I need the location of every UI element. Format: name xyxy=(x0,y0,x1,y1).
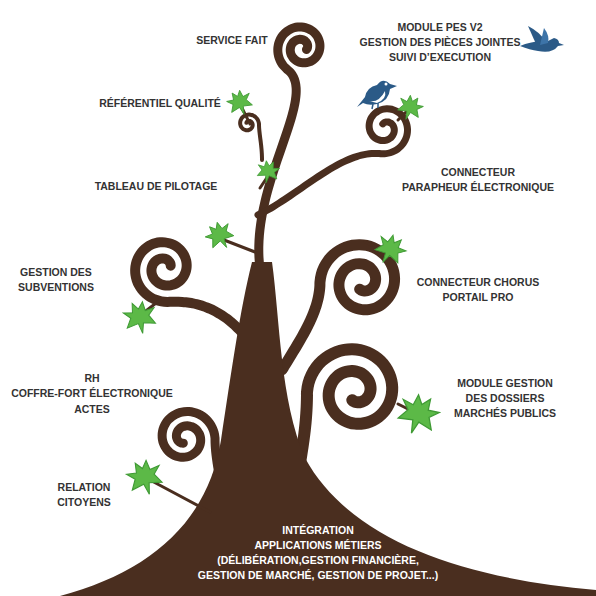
twigs xyxy=(142,108,410,512)
label-line: MODULE PES V2 xyxy=(397,20,482,35)
feature-label: GESTION DES SUBVENTIONS xyxy=(18,265,94,295)
leaves xyxy=(122,88,443,499)
feature-label: RÉFÉRENTIEL QUALITÉ xyxy=(99,96,221,111)
base-label: INTÉGRATION xyxy=(282,523,354,538)
feature-label: CONNECTEUR PARAPHEUR ÉLECTRONIQUE xyxy=(402,165,554,195)
twig xyxy=(150,480,210,512)
feature-label: SERVICE FAIT xyxy=(196,33,268,48)
label-line: PARAPHEUR ÉLECTRONIQUE xyxy=(402,180,554,195)
leaf xyxy=(202,218,238,254)
twig xyxy=(398,112,406,120)
flying-bird xyxy=(520,26,564,52)
spiral-branch xyxy=(135,242,248,340)
tree-trunk xyxy=(60,262,596,596)
label-line: GESTION DES xyxy=(18,265,94,280)
spiral-branch xyxy=(258,109,407,215)
label-line: SUBVENTIONS xyxy=(18,280,94,295)
label-line: ACTES xyxy=(74,402,110,417)
feature-label: RELATION CITOYENS xyxy=(57,480,110,510)
label-line: RH xyxy=(84,371,99,386)
feature-label: ACTES xyxy=(74,402,110,417)
label-line: GESTION DE MARCHÉ, GESTION DE PROJET...) xyxy=(198,568,438,583)
label-line: COFFRE-FORT ÉLECTRONIQUE xyxy=(11,386,173,401)
perched-bird xyxy=(357,81,397,109)
label-line: DES DOSSIERS xyxy=(454,391,556,406)
label-line: INTÉGRATION xyxy=(282,523,354,538)
label-line: GESTION DES PIÈCES JOINTES xyxy=(359,35,520,50)
feature-label: RH xyxy=(84,371,99,386)
leaf xyxy=(124,457,165,498)
feature-label: TABLEAU DE PILOTAGE xyxy=(95,179,218,194)
label-line: PORTAIL PRO xyxy=(417,290,540,305)
label-line: CONNECTEUR CHORUS xyxy=(417,275,540,290)
feature-label: CONNECTEUR CHORUS PORTAIL PRO xyxy=(417,275,540,305)
leaf xyxy=(225,88,256,119)
base-label: (DÉLIBÉRATION,GESTION FINANCIÈRE, GESTIO… xyxy=(198,553,438,583)
leaf xyxy=(122,300,158,336)
feature-label: MODULE GESTION DES DOSSIERS MARCHÉS PUBL… xyxy=(454,376,556,421)
label-line: CITOYENS xyxy=(57,495,110,510)
label-line: MODULE GESTION xyxy=(454,376,556,391)
base-label: APPLICATIONS MÉTIERS xyxy=(255,538,382,553)
label-line: MARCHÉS PUBLICS xyxy=(454,406,556,421)
twig xyxy=(224,240,255,252)
label-line: CONNECTEUR xyxy=(402,165,554,180)
spiral-branch xyxy=(298,349,392,475)
leaf xyxy=(370,230,409,269)
leaf xyxy=(255,159,280,184)
label-line: (DÉLIBÉRATION,GESTION FINANCIÈRE, xyxy=(198,553,438,568)
feature-label: COFFRE-FORT ÉLECTRONIQUE xyxy=(11,386,173,401)
feature-label: GESTION DES PIÈCES JOINTES xyxy=(359,35,520,50)
feature-label: MODULE PES V2 xyxy=(397,20,482,35)
label-line: RELATION xyxy=(57,480,110,495)
label-line: APPLICATIONS MÉTIERS xyxy=(255,538,382,553)
label-line: RÉFÉRENTIEL QUALITÉ xyxy=(99,96,221,111)
label-line: SUIVI D’EXECUTION xyxy=(389,50,491,65)
spiral-branch xyxy=(240,115,262,160)
spiral-branch xyxy=(259,27,320,280)
leaf xyxy=(395,93,426,124)
feature-label: SUIVI D’EXECUTION xyxy=(389,50,491,65)
leaf xyxy=(393,390,442,439)
label-line: SERVICE FAIT xyxy=(196,33,268,48)
label-line: TABLEAU DE PILOTAGE xyxy=(95,179,218,194)
